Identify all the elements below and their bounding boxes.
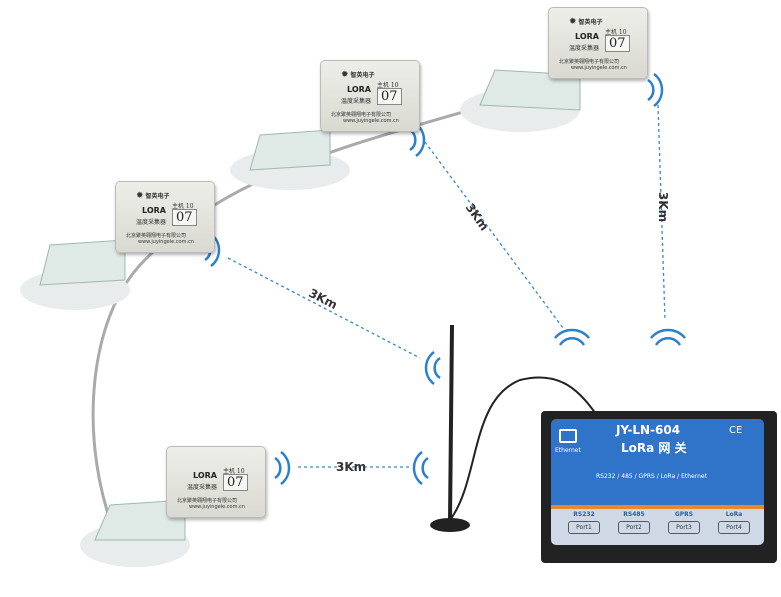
sensor-desc: 温度采集器	[341, 98, 372, 105]
sensor-number: 07	[605, 35, 630, 52]
route-curve	[91, 108, 471, 521]
sensor-type: LORA	[347, 85, 371, 94]
host-label: 主机 10	[605, 29, 627, 36]
sensor-4: LORA 温度采集器 主机 10 07 北京聚英翱翔电子有限公司 www.juy…	[166, 446, 266, 518]
lora-gateway: Ethernet JY-LN-604 LoRa 网 关 CE RS232 / 4…	[541, 411, 777, 563]
company-name: 北京聚英翱翔电子有限公司	[331, 112, 392, 118]
host-label: 主机 10	[172, 203, 194, 210]
website: www.juyingele.com.cn	[189, 504, 245, 510]
port-label: GPRS	[674, 511, 694, 518]
sensor-desc: 温度采集器	[569, 45, 600, 52]
website: www.juyingele.com.cn	[138, 239, 194, 245]
sensor-desc: 温度采集器	[136, 219, 167, 226]
port-id: Port2	[618, 521, 650, 534]
protocol-list: RS232 / 485 / GPRS / LoRa / Ethernet	[596, 473, 707, 480]
website: www.juyingele.com.cn	[343, 118, 399, 124]
divider	[551, 505, 764, 509]
port-label: RS485	[623, 511, 645, 518]
website: www.juyingele.com.cn	[571, 65, 627, 71]
sensor-number: 07	[172, 209, 197, 226]
port-label: RS232	[573, 511, 595, 518]
company-name: 北京聚英翱翔电子有限公司	[559, 59, 620, 65]
brand-logo: 智英电子	[341, 70, 375, 80]
sensor-type: LORA	[142, 206, 166, 215]
sensor-type: LORA	[193, 471, 217, 480]
gateway-panel	[551, 419, 764, 505]
sensor-3: 智英电子 LORA 温度采集器 主机 10 07 北京聚英翱翔电子有限公司 ww…	[548, 7, 648, 79]
sensor-1: 智英电子 LORA 温度采集器 主机 10 07 北京聚英翱翔电子有限公司 ww…	[115, 181, 215, 253]
port-3: GPRS Port3	[659, 511, 709, 534]
ce-mark: CE	[729, 425, 743, 436]
gateway-name: LoRa 网 关	[621, 441, 687, 455]
brand-logo: 智英电子	[136, 191, 170, 201]
port-id: Port4	[718, 521, 750, 534]
port-label: LoRa	[725, 511, 743, 518]
sensor-desc: 温度采集器	[187, 484, 218, 491]
company-name: 北京聚英翱翔电子有限公司	[177, 498, 238, 504]
sensor-number: 07	[223, 474, 248, 491]
antenna-icon	[430, 324, 601, 532]
distance-label: 3Km	[656, 191, 671, 223]
greenhouses	[20, 69, 581, 567]
port-id: Port3	[668, 521, 700, 534]
gateway-model: JY-LN-604	[616, 423, 681, 437]
brand-logo: 智英电子	[569, 17, 603, 27]
port-id: Port1	[568, 521, 600, 534]
sensor-2: 智英电子 LORA 温度采集器 主机 10 07 北京聚英翱翔电子有限公司 ww…	[320, 60, 420, 132]
host-label: 主机 10	[223, 468, 245, 475]
port-strip	[551, 509, 764, 545]
link-lines	[227, 104, 666, 468]
ethernet-icon	[559, 429, 577, 443]
sensor-type: LORA	[575, 32, 599, 41]
ethernet-label: Ethernet	[555, 447, 581, 454]
distance-label: 3Km	[336, 460, 367, 474]
company-name: 北京聚英翱翔电子有限公司	[126, 233, 187, 239]
sensor-number: 07	[377, 88, 402, 105]
host-label: 主机 10	[377, 82, 399, 89]
